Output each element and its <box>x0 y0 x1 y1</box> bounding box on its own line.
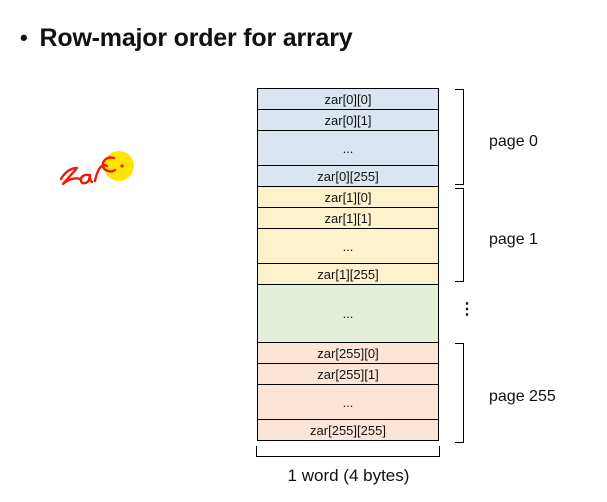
page0-label: page 0 <box>489 133 538 150</box>
page255-label: page 255 <box>489 388 556 405</box>
memory-cell: ... <box>258 229 438 264</box>
memory-cell: zar[1][1] <box>258 208 438 229</box>
memory-cell: ... <box>258 285 438 343</box>
page0-bracket <box>455 89 464 185</box>
memory-cell: zar[0][0] <box>258 89 438 110</box>
memory-cell: zar[255][1] <box>258 364 438 385</box>
memory-cell: zar[0][255] <box>258 166 438 187</box>
slide-title-text: Row-major order for arrary <box>39 24 353 52</box>
vertical-ellipsis: ⋮ <box>459 301 475 318</box>
memory-cell: zar[255][0] <box>258 343 438 364</box>
word-width-bracket <box>256 446 440 457</box>
page1-label: page 1 <box>489 231 538 248</box>
word-width-label: 1 word (4 bytes) <box>287 466 410 485</box>
slide-title: • Row-major order for arrary <box>20 24 353 53</box>
memory-cell: zar[1][255] <box>258 264 438 285</box>
red-ink-strokes <box>59 156 124 186</box>
memory-cell: ... <box>258 385 438 420</box>
page255-bracket <box>455 343 464 443</box>
memory-cell: zar[1][0] <box>258 187 438 208</box>
bullet-icon: • <box>20 25 28 50</box>
page1-bracket <box>455 188 464 282</box>
yellow-highlight-dot <box>104 151 134 181</box>
memory-cell: zar[255][255] <box>258 420 438 440</box>
handwriting-zar-annotation <box>59 151 134 186</box>
memory-table: zar[0][0]zar[0][1]...zar[0][255]zar[1][0… <box>257 88 439 441</box>
memory-cell: ... <box>258 131 438 166</box>
memory-cell: zar[0][1] <box>258 110 438 131</box>
